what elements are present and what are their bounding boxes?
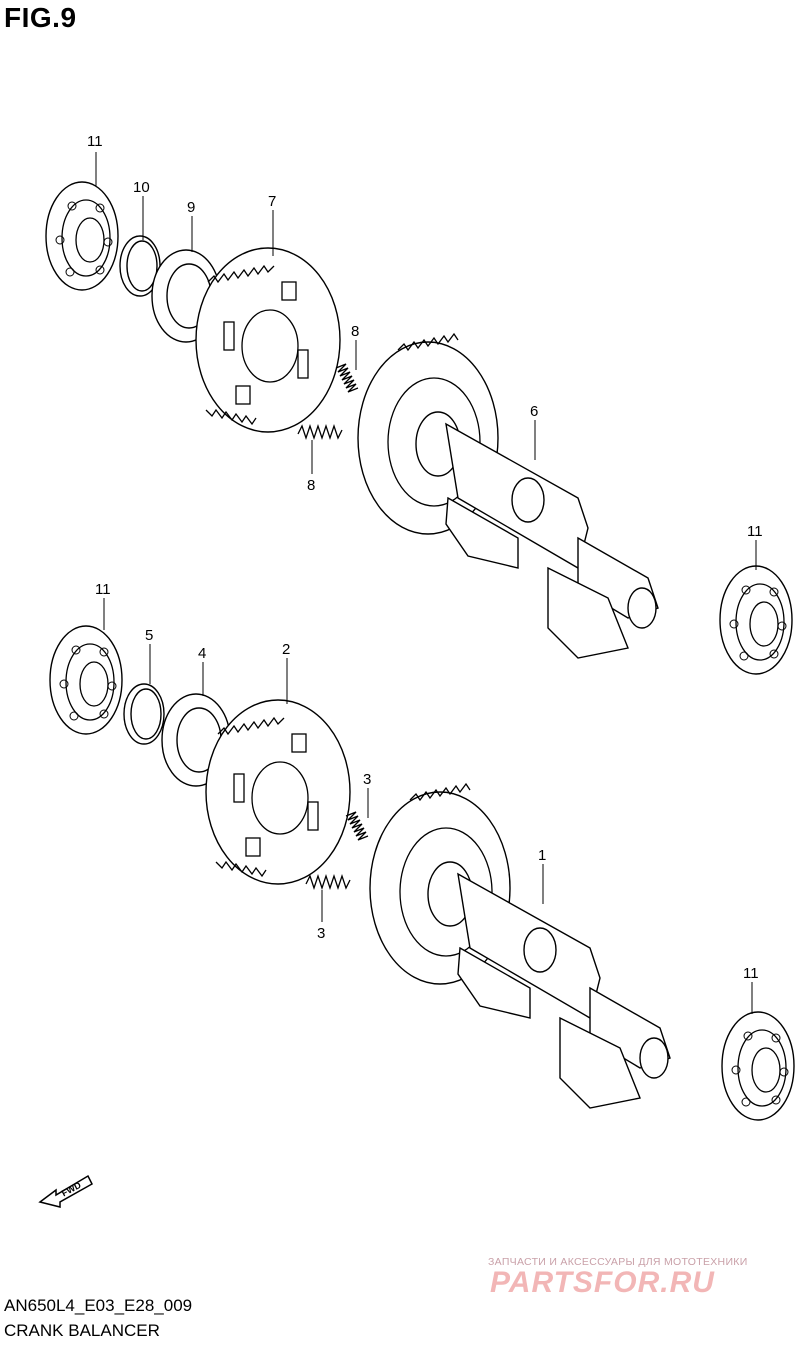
gear-plate-part-2 [205,699,351,885]
leader-lines [95,152,757,1014]
diagram-name: CRANK BALANCER [4,1321,160,1340]
callout-11-top-right: 11 [747,523,763,540]
bearing-part-11-bottom-left [49,625,123,735]
callout-2: 2 [282,641,290,658]
callout-9: 9 [187,199,195,216]
spring-part-3-upper [345,811,369,841]
callout-3-lower: 3 [317,925,325,942]
callout-8-lower: 8 [307,477,315,494]
callout-11-top-left: 11 [87,133,103,150]
watermark-logo: PARTSFOR.RU [490,1266,715,1299]
bearing-part-11-bottom-right [721,1011,795,1121]
spring-part-8-lower [297,425,343,439]
callout-4: 4 [198,645,206,662]
diagram-code: AN650L4_E03_E28_009 [4,1296,193,1315]
bearing-part-11-top-right [719,565,793,675]
balancer-shaft-part-1 [369,783,671,1109]
bearing-part-11-top-left [45,181,119,291]
fwd-arrow-icon: FWD [38,1174,93,1208]
callout-11-bottom-right: 11 [743,965,759,982]
callout-11-bottom-left: 11 [95,581,111,598]
callout-5: 5 [145,627,153,644]
callout-1: 1 [538,847,546,864]
callout-10: 10 [133,179,150,196]
watermark-tagline: ЗАПЧАСТИ И АКСЕССУАРЫ ДЛЯ МОТОТЕХНИКИ [488,1256,748,1268]
circlip-part-5 [123,683,165,745]
callout-7: 7 [268,193,276,210]
figure-title: FIG.9 [4,2,77,33]
spring-part-3-lower [305,875,351,889]
callout-8-upper: 8 [351,323,359,340]
balancer-shaft-part-6 [357,333,659,659]
gear-plate-part-7 [195,247,341,433]
spring-part-8-upper [335,363,359,393]
callout-6: 6 [530,403,538,420]
callout-3-upper: 3 [363,771,371,788]
